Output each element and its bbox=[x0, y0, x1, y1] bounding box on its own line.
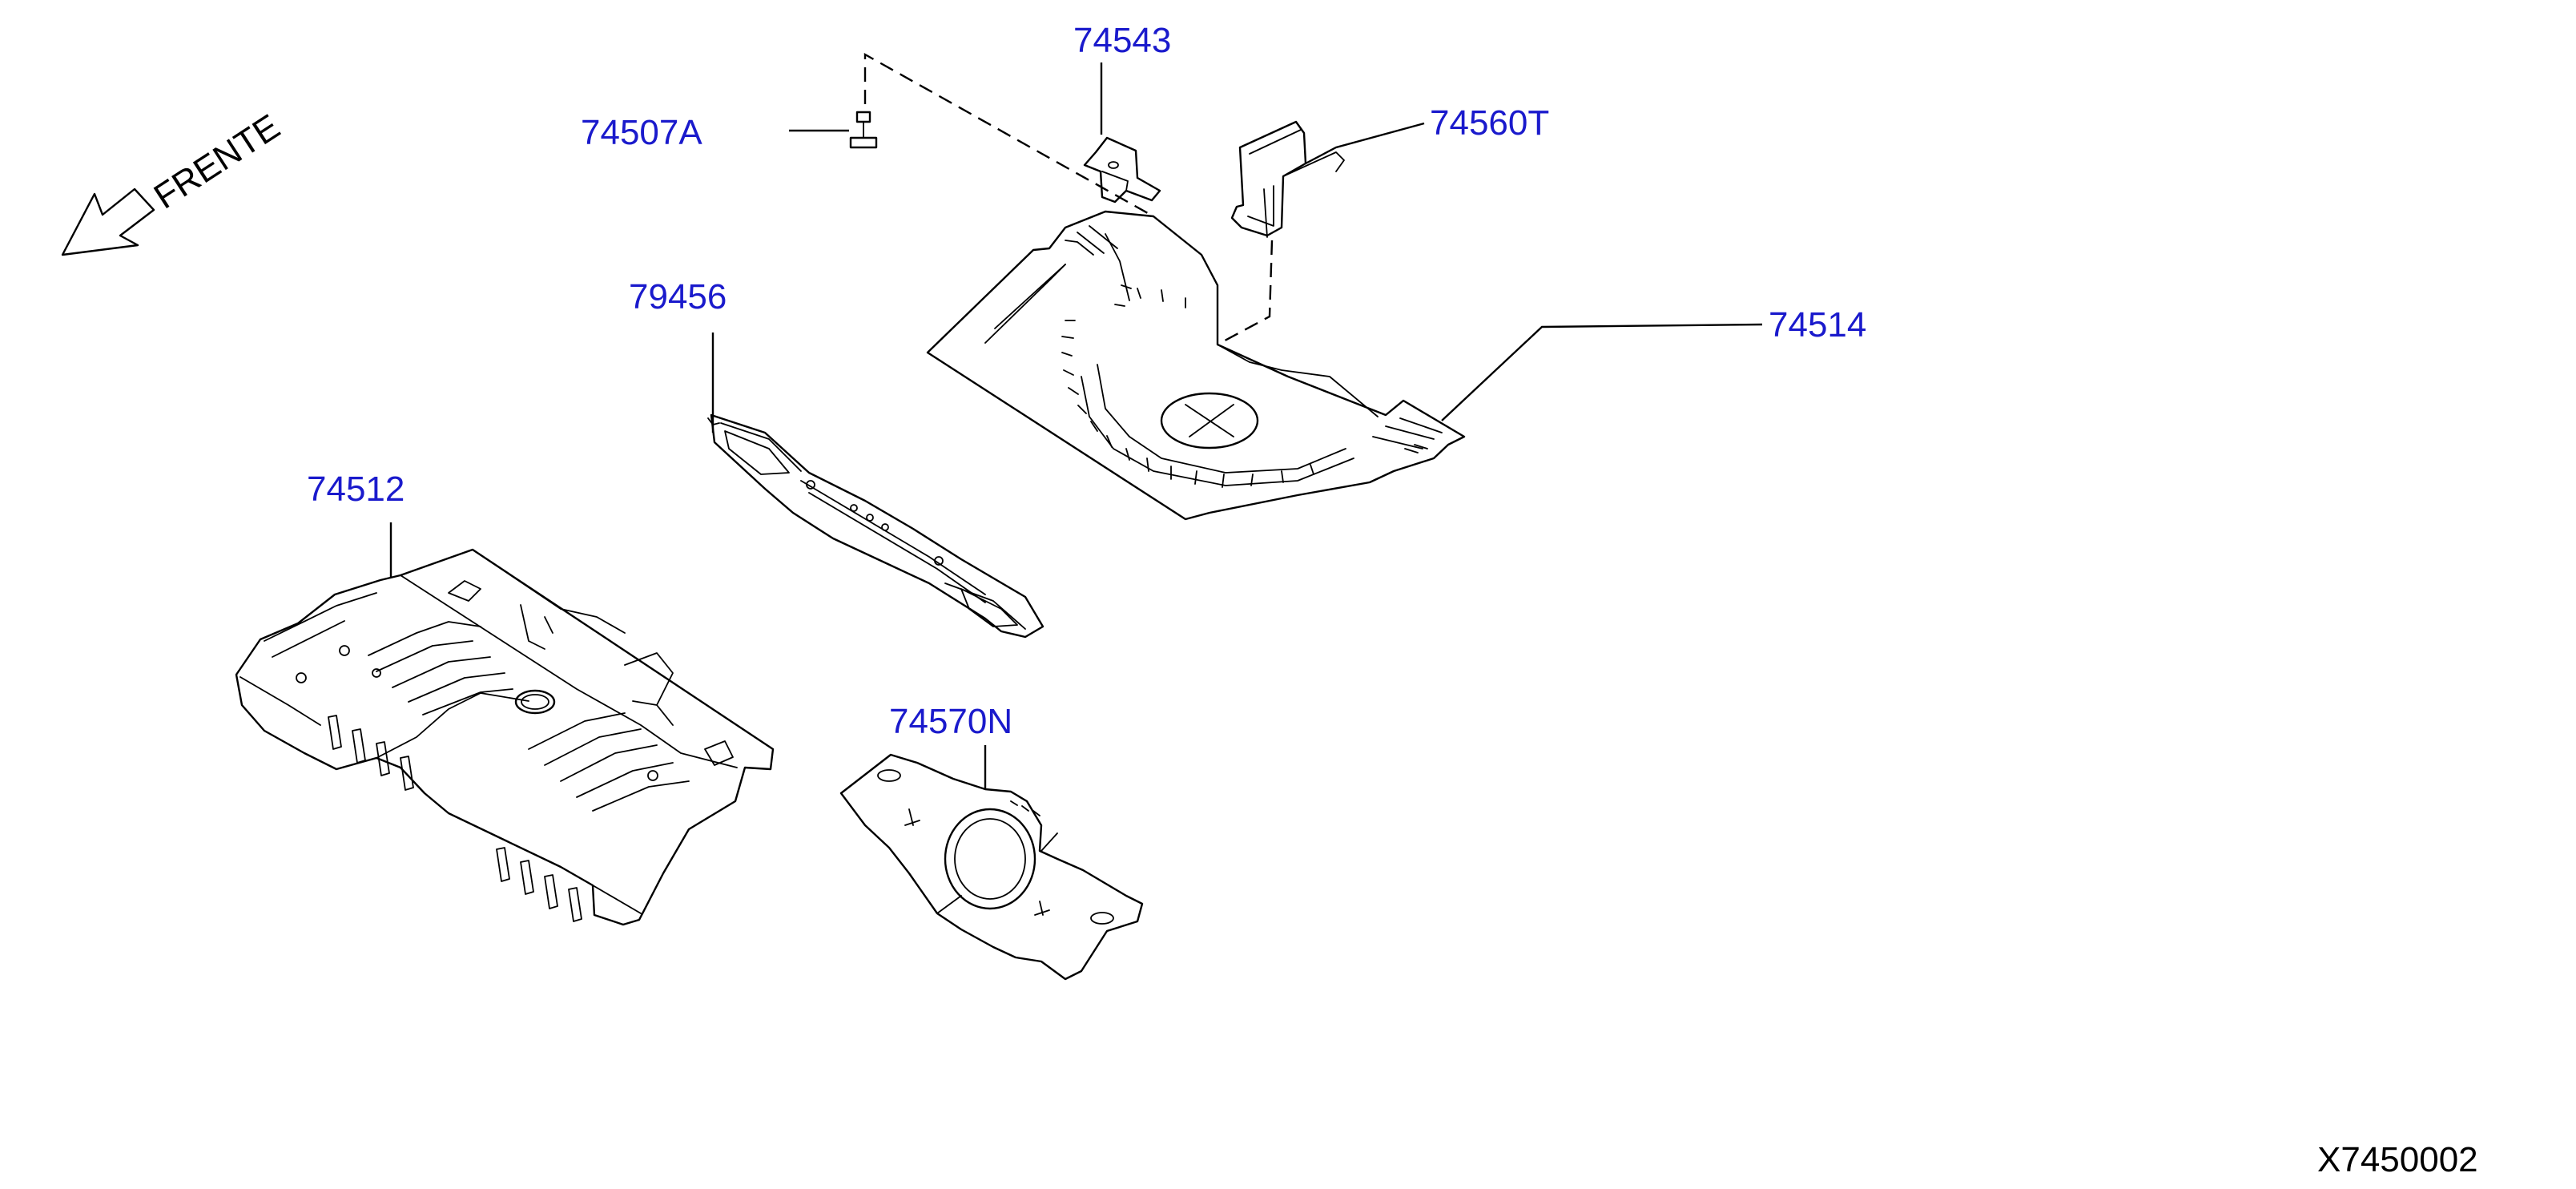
callout-79456: 79456 bbox=[629, 277, 727, 316]
callout-74560t: 74560T bbox=[1430, 103, 1549, 143]
leader-lines bbox=[389, 62, 1763, 789]
bracket-74560t bbox=[1230, 120, 1345, 238]
rear-floor-panel-74514 bbox=[926, 210, 1466, 521]
front-direction-indicator: FRENTE bbox=[61, 107, 287, 256]
bracket-74543 bbox=[1083, 136, 1161, 204]
callout-74543: 74543 bbox=[1073, 21, 1171, 60]
drawing-id: X7450002 bbox=[2317, 1140, 2478, 1179]
bolt-74507a bbox=[849, 111, 878, 149]
installation-dashed-lines bbox=[863, 52, 1274, 346]
direction-label: FRENTE bbox=[147, 107, 287, 216]
front-arrow-icon bbox=[61, 187, 155, 256]
callout-74570n: 74570N bbox=[889, 702, 1012, 741]
cross-member-79456 bbox=[707, 413, 1044, 639]
member-74570n bbox=[839, 753, 1144, 981]
callout-74507a: 74507A bbox=[581, 113, 702, 152]
callout-74514: 74514 bbox=[1769, 305, 1866, 345]
front-floor-panel-74512 bbox=[235, 548, 775, 926]
callout-74512: 74512 bbox=[307, 470, 405, 509]
callout-labels: 74543 74507A 74560T 79456 74514 74512 74… bbox=[307, 21, 1866, 741]
